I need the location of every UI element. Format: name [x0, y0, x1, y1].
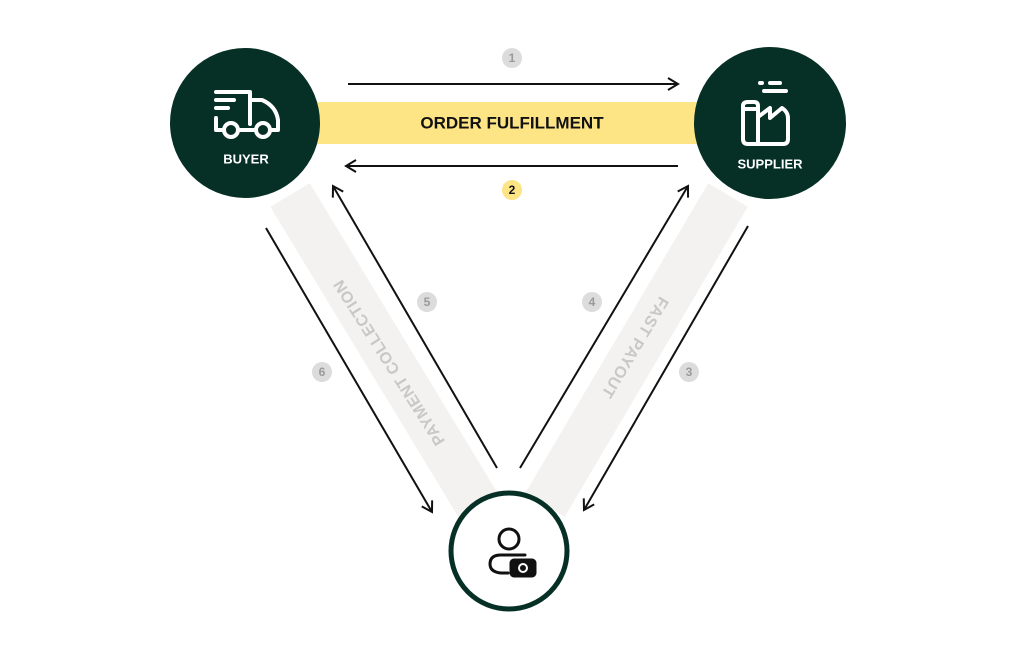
arrow-step-6: [265, 227, 434, 514]
truck-icon: [214, 90, 280, 139]
supplier-label: SUPPLIER: [737, 156, 803, 171]
arrow-step-4: [519, 184, 690, 469]
svg-text:6: 6: [319, 365, 326, 379]
svg-text:2: 2: [509, 183, 516, 197]
arrow-step-5: [331, 184, 498, 469]
platform-node: [448, 490, 570, 612]
step-badge-5: 5: [417, 292, 437, 312]
order-fulfillment-band: [310, 102, 710, 144]
svg-text:1: 1: [509, 51, 516, 65]
factory-icon: [741, 81, 790, 146]
svg-text:5: 5: [424, 295, 431, 309]
buyer-label: BUYER: [223, 151, 269, 166]
svg-text:3: 3: [686, 365, 693, 379]
step-badge-3: 3: [679, 362, 699, 382]
order-fulfillment-label: ORDER FULFILLMENT: [420, 113, 604, 132]
fast-payout-band: [525, 183, 748, 517]
step-badge-4: 4: [582, 292, 602, 312]
payment-collection-band: [270, 183, 498, 517]
arrow-step-3: [582, 225, 749, 512]
supplier-node: SUPPLIER: [694, 47, 846, 199]
step-badge-6: 6: [312, 362, 332, 382]
svg-text:4: 4: [589, 295, 596, 309]
buyer-node: BUYER: [170, 48, 320, 198]
step-badge-2: 2: [502, 180, 522, 200]
person-cash-icon: [488, 527, 537, 578]
step-badge-1: 1: [502, 48, 522, 68]
